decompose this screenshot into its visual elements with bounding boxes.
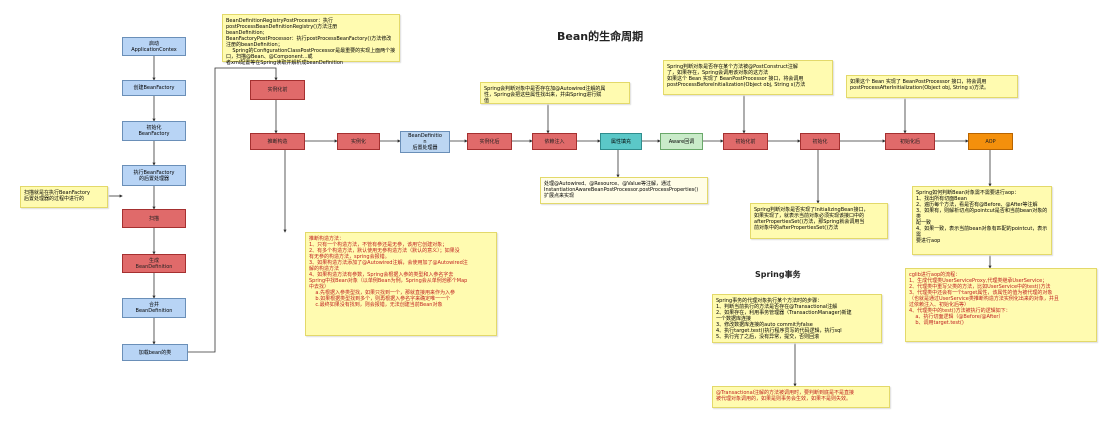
step-instantiate-before[interactable]: 实例化前 [250,80,305,100]
note-initializing-bean: Spring判断对象是否实现了InitializingBean接口， 如果实现了… [750,203,888,239]
note-transaction-steps: Spring事务的代理对象执行某个方法时的步骤： 1、判断当前执行的方法是否存在… [712,294,882,343]
step-property-populate[interactable]: 属性填充 [600,133,642,150]
note-aop-check: Spring如何判断Bean对象需不需要进行aop： 1、找出所有切面Bean … [912,186,1052,255]
note-infer-constructor: 推断构造方法： 1、只有一个构造方法，不管有参还是无参，该用它创建对象； 2、有… [305,232,497,336]
flow-generate-beandefinition[interactable]: 生成 BeanDefinition [122,254,186,273]
flow-scan[interactable]: 扫描 [122,209,186,228]
flow-beanfactory-postprocessor[interactable]: 执行BeanFactory 的后置处理器 [122,165,186,186]
note-cglib-aop: cglib进行aop的流程： 1、生成代理类UserServiceProxy,代… [905,268,1097,342]
step-infer-constructor[interactable]: 推断构造 [250,133,305,150]
page-title: Bean的生命周期 [557,30,644,43]
flow-load-bean-class[interactable]: 加载bean的类 [122,344,188,361]
step-init-after[interactable]: 初始化后 [885,133,935,150]
note-scan: 扫描就是在执行BeanFactory 后置处理器的过程中进行的 [20,186,108,208]
flow-create-beanfactory[interactable]: 创建BeanFactory [122,80,186,96]
step-instantiate-after[interactable]: 实例化后 [467,133,512,150]
step-instantiate[interactable]: 实例化 [337,133,380,150]
note-autowired: Spring会判断对象中是否存在加@Autowired注解的属 性，Spring… [480,82,630,104]
flow-init-beanfactory[interactable]: 初始化 BeanFactory [122,121,186,141]
step-aop[interactable]: AOP [968,133,1013,150]
transaction-title: Spring事务 [755,270,801,279]
step-init-before[interactable]: 初始化前 [723,133,768,150]
flow-merge-beandefinition[interactable]: 合并 BeanDefinition [122,298,186,318]
note-after-init: 如果这个 Bean 实现了 BeanPostProcessor 接口，将会调用 … [846,75,1018,98]
step-dependency-injection[interactable]: 依赖注入 [532,133,577,150]
flow-start-context[interactable]: 启动 ApplicationContex [122,37,186,56]
step-aware-callback[interactable]: Aware回调 [660,133,703,150]
note-transaction-warning: @Transactional注解的方法被调用时，要判断到底是不是直接 被代理对象… [712,386,890,408]
step-beandefinition-postprocessor[interactable]: BeanDefinitio n 后置处理器 [400,131,450,153]
note-beanfactory-postprocessor: BeanDefinitionRegistryPostProcessor：执行po… [222,14,400,66]
note-postconstruct: Spring判断对象是否存在某个方法被@PostConstruct注解 了，如果… [663,60,833,95]
note-property-processors: 处理@Autowired、@Resource、@Value等注解，通过 Inst… [540,177,708,204]
step-initialize[interactable]: 初始化 [800,133,840,150]
